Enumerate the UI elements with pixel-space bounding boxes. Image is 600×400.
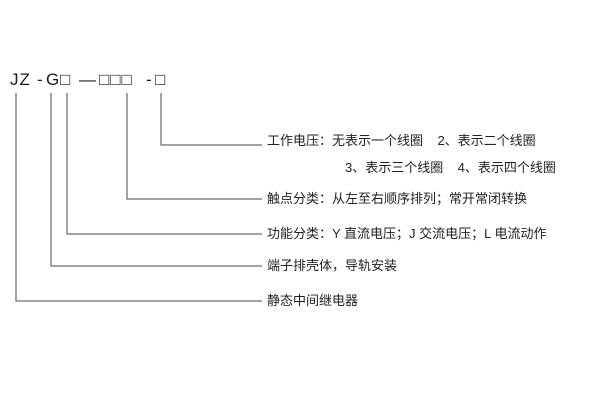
code-dash-3: - xyxy=(146,70,153,89)
code-dash-2: — xyxy=(79,70,97,89)
line-relay xyxy=(15,93,262,302)
code-box-contacts: □□□ xyxy=(99,70,133,89)
label-function-classification: 功能分类：Y 直流电压；J 交流电压；L 电流动作 xyxy=(267,226,547,241)
line-contact xyxy=(126,93,262,200)
code-prefix-jz: JZ xyxy=(10,70,31,89)
code-dash-1: - xyxy=(37,70,44,89)
code-box-function: □ xyxy=(60,70,72,89)
line-shell xyxy=(50,93,262,267)
label-contact-classification: 触点分类：从左至右顺序排列；常开常闭转换 xyxy=(267,191,528,206)
line-working-voltage xyxy=(160,93,262,146)
label-working-voltage-line1: 工作电压：无表示一个线圈 2、表示二个线圈 xyxy=(267,133,536,148)
label-working-voltage-line2: 3、表示三个线圈 4、表示四个线圈 xyxy=(345,160,556,175)
label-static-relay: 静态中间继电器 xyxy=(267,293,359,308)
label-terminal-shell: 端子排壳体，导轨安装 xyxy=(267,258,398,273)
line-function xyxy=(66,93,262,235)
code-letter-g: G xyxy=(46,70,61,89)
code-box-coils: □ xyxy=(155,70,167,89)
